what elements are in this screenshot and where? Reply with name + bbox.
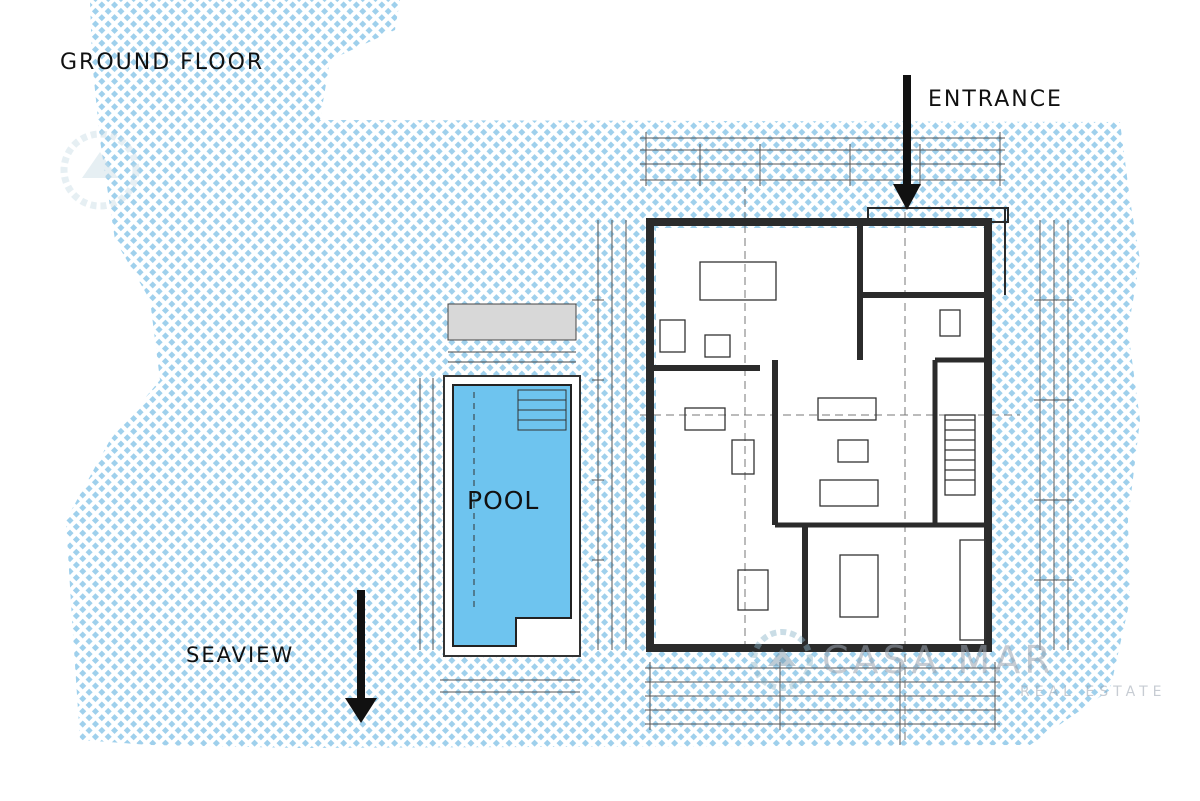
watermark-name: CASA MAR [822, 638, 1055, 682]
left-dimension-lines [419, 220, 627, 650]
pool-label: POOL [467, 486, 540, 515]
entrance-arrow [893, 75, 921, 210]
seaview-arrow [345, 590, 377, 723]
pool-steps [517, 389, 567, 431]
pool [443, 375, 581, 657]
watermark-logo [60, 130, 813, 691]
pool-water [452, 384, 572, 647]
entrance-label: ENTRANCE [928, 87, 1063, 112]
furniture [659, 261, 986, 641]
house-walls [646, 207, 1009, 652]
pool-deck [447, 303, 577, 363]
bottom-dimension-lines [440, 662, 1000, 745]
watermark-subtitle: REAL ESTATE [1020, 684, 1167, 700]
right-dimension-lines [1034, 220, 1074, 650]
seaview-label: SEAVIEW [186, 643, 295, 667]
ground-floor-label: GROUND FLOOR [60, 50, 265, 75]
top-dimension-lines [640, 132, 1005, 186]
